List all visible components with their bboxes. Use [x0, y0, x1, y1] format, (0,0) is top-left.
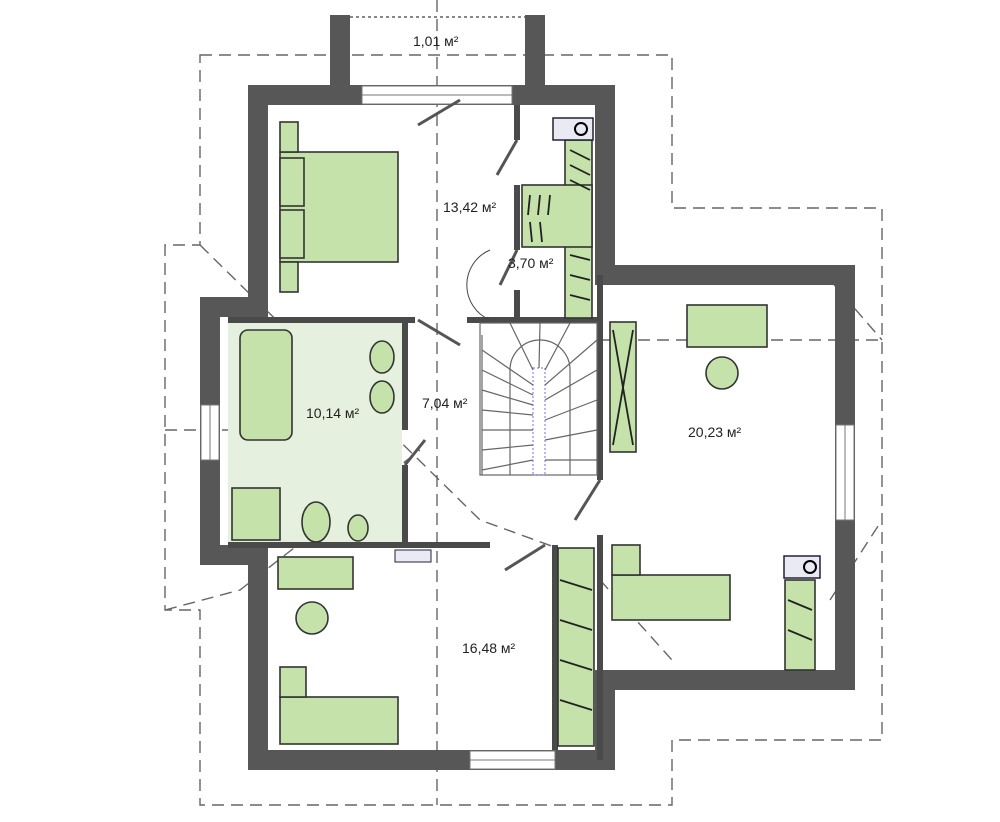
area-label-balcony: 1,01 м²: [413, 33, 459, 49]
area-label-bedroom-main: 13,42 м²: [443, 199, 497, 215]
hanger-lines: [527, 149, 813, 711]
staircase: [479, 322, 598, 476]
furniture: [231, 117, 821, 747]
desk-right: [686, 304, 768, 348]
toilet: [301, 501, 331, 543]
area-labels: 1,01 м² 13,42 м² 3,70 м² 7,04 м² 10,14 м…: [306, 33, 742, 656]
bed-bottom: [279, 696, 399, 745]
area-label-bedroom-right: 20,23 м²: [688, 424, 742, 440]
bathtub: [239, 329, 293, 441]
doors: [403, 98, 602, 572]
interior-walls: [228, 105, 603, 760]
balcony: [330, 15, 545, 100]
windows: [200, 85, 855, 770]
bed-right: [611, 574, 731, 621]
desk-bottom: [277, 556, 354, 590]
area-label-bathroom: 10,14 м²: [306, 405, 360, 421]
area-label-bedroom-bottom: 16,48 м²: [462, 640, 516, 656]
area-label-wardrobe: 3,70 м²: [508, 255, 554, 271]
outer-wall: [200, 85, 855, 770]
sink: [369, 340, 395, 374]
area-label-hallway: 7,04 м²: [422, 395, 468, 411]
